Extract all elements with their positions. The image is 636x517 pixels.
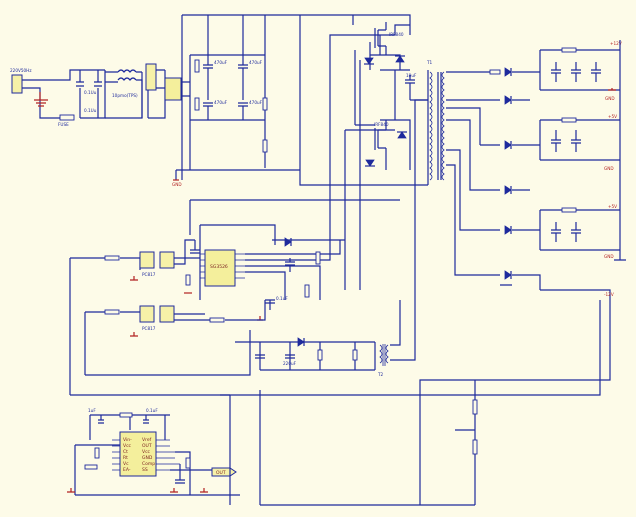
bus-cap2-label: 470uF [249, 60, 263, 65]
d-clamp-4 [397, 131, 407, 139]
d-out-1 [504, 67, 512, 77]
feedback-divider [229, 380, 478, 506]
sup-pin-l3: Rt [123, 455, 128, 461]
r-fb-bot [472, 439, 478, 455]
aux-cap-label: 220uF [283, 361, 297, 366]
ct-cap-label: 0.1uF [276, 296, 288, 301]
d-out-4 [504, 185, 512, 195]
hv-bus: GND 470uF 470uF 470uF 470uF [172, 14, 411, 187]
r-fb-top [472, 399, 478, 415]
supervisor-ic [119, 431, 157, 477]
sup-pin-r2: Vcc [142, 449, 151, 455]
sup-pin-l4: Vc [123, 461, 129, 467]
bridge-rectifier [145, 63, 157, 91]
r-out-1 [561, 47, 577, 53]
bleeder-r3 [262, 97, 268, 111]
bus-cap3-label: 470uF [214, 100, 228, 105]
fuse-label: FUSE [58, 122, 69, 127]
varistor-label: 10pmo(TPS) [112, 93, 138, 98]
r-gate-2 [304, 284, 310, 298]
opto-2-led [139, 305, 155, 323]
sup-pin-r4: Comp [142, 461, 155, 467]
sup-pin-l2: Ct [123, 449, 128, 455]
ac-input-label: 220V50Hz [10, 68, 32, 73]
pwm-ic [204, 249, 236, 287]
r-sup-1 [119, 412, 133, 418]
r-fb-1 [185, 274, 191, 286]
out1-gnd: GND [605, 96, 615, 101]
pwm-ic-label: SG3526 [210, 264, 228, 270]
r-gate-1 [315, 251, 321, 265]
bridge-diode-module [164, 77, 182, 101]
aux-supply: 220uF T2 [235, 99, 428, 377]
out2-net: +5V [608, 114, 617, 119]
d-out-2 [504, 95, 512, 105]
d-clamp-2 [395, 55, 405, 63]
opto-2-transistor [159, 305, 175, 323]
sup-pin-r3: GND [142, 455, 153, 461]
sup-pin-l0: Vin- [123, 437, 132, 443]
r-opto-1 [104, 255, 120, 261]
main-transformer: T1 [299, 60, 445, 186]
emi-cap2-label: 0.1Uu [84, 108, 97, 113]
q2-label: IRF840 [374, 122, 389, 127]
bus-cap1-label: 470uF [214, 60, 228, 65]
t2-label: T2 [377, 372, 384, 377]
bus-cap4-label: 470uF [249, 100, 263, 105]
out3-gnd: GND [604, 254, 614, 259]
t1-label: T1 [426, 60, 433, 65]
out4-net: -12V [604, 292, 614, 297]
out1-net: +12V [610, 41, 622, 46]
r-opto-2 [104, 309, 120, 315]
r-out-3 [561, 207, 577, 213]
d-boot-1 [284, 237, 292, 247]
out3-net: +5V [608, 204, 617, 209]
opto-1-label: PC817 [142, 272, 156, 277]
bleeder-r1 [194, 59, 200, 73]
d-clamp-1 [364, 57, 374, 65]
half-bridge: IRF840 IRF840 10uF [344, 22, 428, 290]
secondary-outputs: +12V GND +5V GND +5V GND -12V [419, 40, 626, 505]
r-sup-2 [94, 447, 100, 459]
d-out-5 [504, 225, 512, 235]
sup-pin-l1: Vcc [123, 443, 132, 449]
fuse [59, 114, 75, 121]
out-tag-label: OUT [216, 470, 226, 476]
r-out-2 [561, 117, 577, 123]
r-opto-3 [209, 317, 225, 323]
bleeder-r2 [194, 97, 200, 111]
opto-1-led [139, 251, 155, 269]
sup-pin-l5: EA- [123, 467, 131, 473]
d-out-6 [504, 270, 512, 280]
emi-cap1-label: 0.1Uu [84, 90, 97, 95]
r-snub-1 [489, 69, 501, 75]
coupling-cap-label: 10uF [406, 73, 417, 78]
out2-gnd: GND [604, 166, 614, 171]
opto-1-transistor [159, 251, 175, 269]
sup-cap2-label: 0.1uF [146, 408, 158, 413]
hv-gnd-label: GND [172, 182, 182, 187]
ac-input-section: 220V50Hz FUSE 0.1Uu 0.1Uu 10pmo(TPS) [10, 63, 190, 127]
d-clamp-3 [365, 159, 375, 167]
r-aux-1 [317, 349, 323, 361]
opto-section: PC817 PC817 [69, 239, 266, 396]
sup-pin-r5: SS [142, 467, 148, 473]
opto-2-label: PC817 [142, 326, 156, 331]
bleeder-r4 [262, 139, 268, 153]
r-sup-3 [84, 464, 98, 470]
sup-pin-r0: Vref [142, 437, 152, 443]
sup-cap1-label: 1uF [88, 408, 96, 413]
q1-label: IRF840 [389, 32, 404, 37]
sup-pin-r1: OUT [142, 443, 152, 449]
d-aux-1 [297, 337, 305, 347]
d-out-3 [504, 140, 512, 150]
ac-input-connector [11, 74, 23, 94]
pwm-section: SG3526 0.1uF [184, 34, 400, 321]
supervisor-section: Vin- Vcc Ct Rt Vc EA- Vref OUT Vcc GND C… [67, 300, 601, 496]
r-aux-2 [352, 349, 358, 361]
r-sup-4 [185, 457, 191, 469]
